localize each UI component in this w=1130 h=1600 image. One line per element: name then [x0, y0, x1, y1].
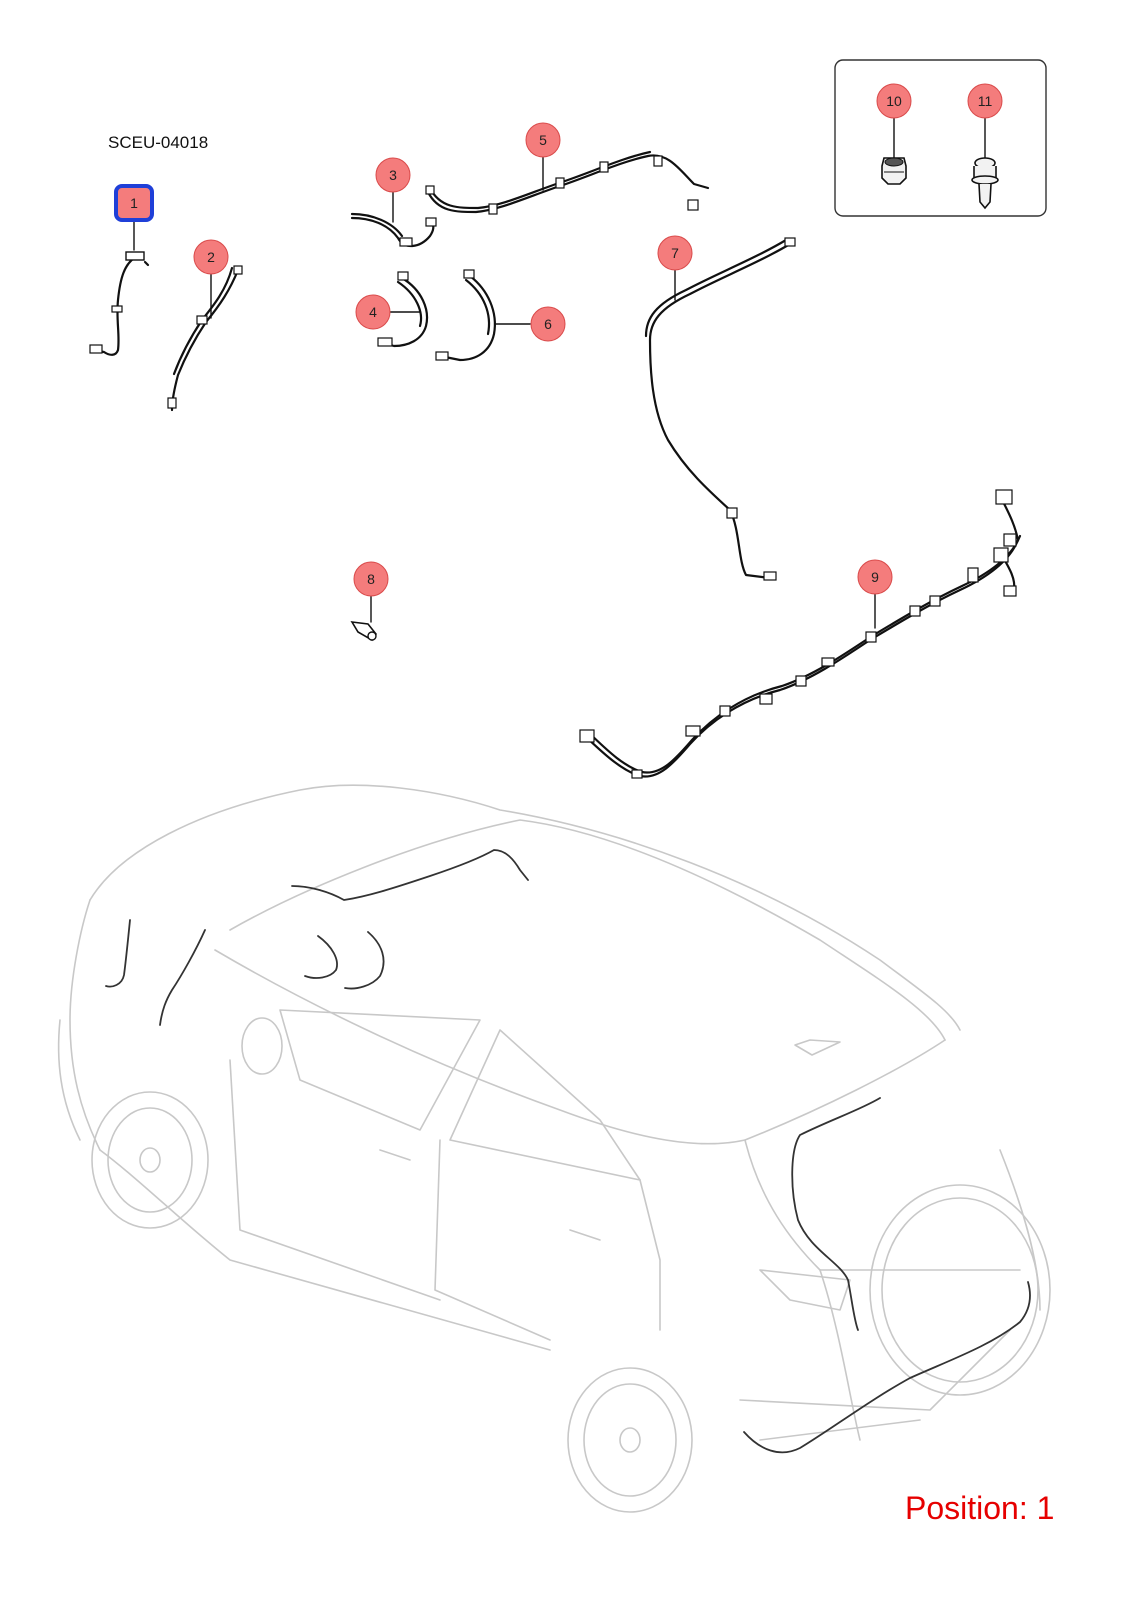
position-label: Position: 1	[905, 1490, 1055, 1526]
callout-8[interactable]: 8	[353, 561, 389, 597]
callout-5[interactable]: 5	[525, 122, 561, 158]
callout-6-label: 6	[544, 316, 552, 332]
fasteners-inset	[834, 59, 1047, 217]
callout-6[interactable]: 6	[530, 306, 566, 342]
callout-7[interactable]: 7	[657, 235, 693, 271]
callout-10-label: 10	[886, 93, 902, 109]
part-10-nut[interactable]	[881, 116, 907, 185]
callout-3[interactable]: 3	[375, 157, 411, 193]
callout-4-label: 4	[369, 304, 377, 320]
callout-10[interactable]: 10	[876, 83, 912, 119]
callout-7-label: 7	[671, 245, 679, 261]
callout-4[interactable]: 4	[355, 294, 391, 330]
vehicle-illustration	[57, 784, 1051, 1513]
part-9-harness[interactable]	[579, 489, 1022, 779]
diagram-code: SCEU-04018	[108, 133, 209, 152]
callout-5-label: 5	[539, 132, 547, 148]
part-6-wire[interactable]	[435, 269, 531, 362]
callout-11-label: 11	[978, 93, 993, 109]
callout-1-label: 1	[130, 195, 138, 211]
callout-9[interactable]: 9	[857, 559, 893, 595]
callout-3-label: 3	[389, 167, 397, 183]
clip-icon	[971, 157, 999, 210]
part-2-wire[interactable]	[167, 265, 243, 412]
callout-1[interactable]: 1	[114, 184, 154, 222]
part-5-wire[interactable]	[425, 150, 710, 215]
part-1-wire[interactable]	[89, 218, 150, 356]
selected-highlight	[114, 184, 154, 222]
callout-2[interactable]: 2	[193, 239, 229, 275]
part-4-wire[interactable]	[377, 271, 429, 348]
part-3-wire[interactable]	[350, 190, 437, 248]
part-7-wire[interactable]	[644, 237, 796, 581]
callout-8-label: 8	[367, 571, 375, 587]
nut-icon	[881, 157, 907, 185]
part-8-connector[interactable]	[350, 594, 377, 642]
callout-9-label: 9	[871, 569, 879, 585]
part-11-clip[interactable]	[971, 116, 999, 210]
callout-11[interactable]: 11	[967, 83, 1003, 119]
callout-2-label: 2	[207, 249, 215, 265]
